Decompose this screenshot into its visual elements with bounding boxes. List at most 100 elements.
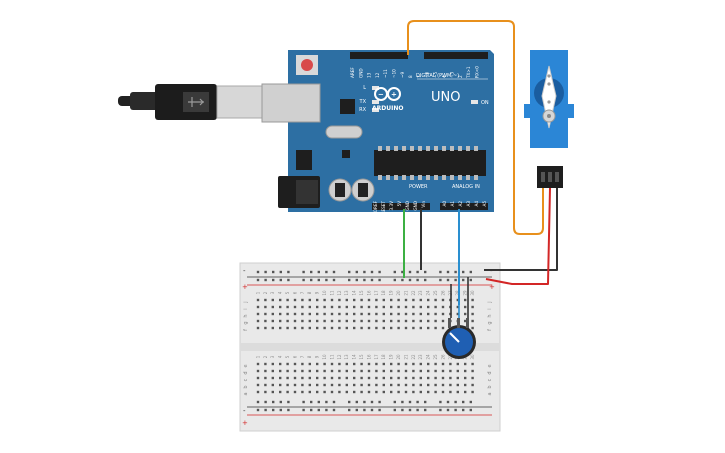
bb-hole[interactable] [308, 376, 311, 380]
bb-hole[interactable] [397, 305, 400, 309]
bb-hole[interactable] [390, 369, 393, 373]
bb-hole[interactable] [471, 298, 474, 302]
rail-hole[interactable] [424, 408, 427, 412]
rail-hole[interactable] [393, 400, 396, 404]
bb-hole[interactable] [419, 390, 422, 394]
rail-hole[interactable] [424, 270, 427, 274]
rail-hole[interactable] [317, 400, 320, 404]
bb-hole[interactable] [279, 362, 282, 366]
rail-hole[interactable] [378, 278, 381, 282]
bb-hole[interactable] [338, 362, 341, 366]
bb-hole[interactable] [412, 305, 415, 309]
bb-hole[interactable] [375, 312, 378, 316]
bb-hole[interactable] [353, 383, 356, 387]
bb-hole[interactable] [464, 383, 467, 387]
bb-hole[interactable] [382, 390, 385, 394]
bb-hole[interactable] [323, 326, 326, 330]
bb-hole[interactable] [456, 369, 459, 373]
rail-hole[interactable] [462, 400, 465, 404]
rail-hole[interactable] [310, 270, 313, 274]
bb-hole[interactable] [441, 362, 445, 366]
bb-hole[interactable] [301, 383, 304, 387]
bb-hole[interactable] [404, 298, 408, 302]
bb-hole[interactable] [353, 362, 356, 366]
bb-hole[interactable] [375, 383, 378, 387]
bb-hole[interactable] [397, 383, 400, 387]
rail-hole[interactable] [279, 270, 282, 274]
rail-hole[interactable] [469, 408, 472, 412]
bb-hole[interactable] [330, 298, 334, 302]
bb-hole[interactable] [434, 312, 437, 316]
bb-hole[interactable] [286, 319, 289, 323]
bb-hole[interactable] [427, 326, 430, 330]
bb-hole[interactable] [316, 369, 319, 373]
bb-hole[interactable] [338, 376, 341, 380]
bb-hole[interactable] [279, 326, 282, 330]
bb-hole[interactable] [293, 312, 297, 316]
rail-hole[interactable] [348, 408, 351, 412]
bb-hole[interactable] [367, 362, 371, 366]
bb-hole[interactable] [471, 369, 474, 373]
bb-hole[interactable] [345, 383, 348, 387]
rail-hole[interactable] [264, 270, 267, 274]
bb-hole[interactable] [264, 312, 267, 316]
bb-hole[interactable] [419, 305, 422, 309]
rail-hole[interactable] [439, 270, 442, 274]
bb-hole[interactable] [316, 376, 319, 380]
bb-hole[interactable] [338, 390, 341, 394]
bb-hole[interactable] [345, 369, 348, 373]
bb-hole[interactable] [397, 376, 400, 380]
bb-hole[interactable] [256, 362, 260, 366]
bb-hole[interactable] [382, 312, 385, 316]
bb-hole[interactable] [338, 326, 341, 330]
bb-hole[interactable] [264, 298, 267, 302]
rail-hole[interactable] [446, 400, 450, 404]
rail-hole[interactable] [408, 400, 412, 404]
bb-hole[interactable] [316, 390, 319, 394]
bb-hole[interactable] [375, 369, 378, 373]
bb-hole[interactable] [360, 319, 363, 323]
bb-hole[interactable] [264, 376, 267, 380]
bb-hole[interactable] [264, 390, 267, 394]
rail-hole[interactable] [401, 400, 404, 404]
bb-hole[interactable] [338, 319, 341, 323]
rail-hole[interactable] [332, 278, 336, 282]
bb-hole[interactable] [471, 326, 474, 330]
bb-hole[interactable] [286, 383, 289, 387]
bb-hole[interactable] [353, 390, 356, 394]
rail-hole[interactable] [272, 408, 275, 412]
bb-hole[interactable] [353, 305, 356, 309]
bb-hole[interactable] [293, 390, 297, 394]
bb-hole[interactable] [397, 312, 400, 316]
bb-hole[interactable] [301, 298, 304, 302]
rail-hole[interactable] [287, 270, 290, 274]
rail-hole[interactable] [317, 278, 320, 282]
bb-hole[interactable] [464, 305, 467, 309]
bb-hole[interactable] [353, 369, 356, 373]
bb-hole[interactable] [330, 383, 334, 387]
bb-hole[interactable] [323, 298, 326, 302]
bb-hole[interactable] [308, 362, 311, 366]
bb-hole[interactable] [464, 362, 467, 366]
bb-hole[interactable] [375, 376, 378, 380]
bb-hole[interactable] [419, 312, 422, 316]
bb-hole[interactable] [397, 298, 400, 302]
rail-hole[interactable] [325, 278, 328, 282]
bb-hole[interactable] [256, 326, 260, 330]
bb-hole[interactable] [345, 319, 348, 323]
bb-hole[interactable] [390, 376, 393, 380]
rail-hole[interactable] [332, 270, 336, 274]
rail-hole[interactable] [272, 278, 275, 282]
rail-hole[interactable] [424, 278, 427, 282]
bb-hole[interactable] [345, 312, 348, 316]
bb-hole[interactable] [464, 312, 467, 316]
bb-hole[interactable] [464, 390, 467, 394]
bb-hole[interactable] [464, 369, 467, 373]
bb-hole[interactable] [382, 319, 385, 323]
bb-hole[interactable] [345, 326, 348, 330]
bb-hole[interactable] [456, 305, 459, 309]
bb-hole[interactable] [316, 319, 319, 323]
bb-hole[interactable] [256, 298, 260, 302]
bb-hole[interactable] [441, 376, 445, 380]
bb-hole[interactable] [367, 298, 371, 302]
